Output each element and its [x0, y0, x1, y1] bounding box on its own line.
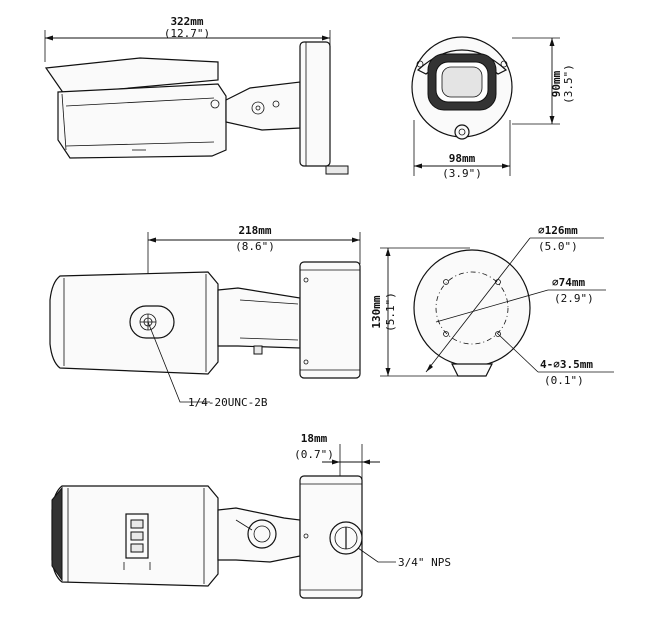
hole-circle-metric: ∅74mm: [552, 276, 585, 289]
base-height-imperial: (5.1"): [384, 292, 397, 332]
mount-hole: [443, 331, 449, 337]
base-diameter-metric: ∅126mm: [538, 224, 578, 237]
box-offset-metric: 18mm: [301, 432, 328, 445]
sun-shield: [44, 57, 219, 95]
base-diameter-imperial: (5.0"): [538, 240, 578, 253]
front-view: 90mm (3.5") 98mm (3.9"): [411, 36, 575, 180]
base-plate-tab: [451, 363, 493, 377]
mount-holes-leader: [497, 333, 539, 373]
overall-length-metric: 322mm: [170, 15, 203, 28]
camera-body-side: [57, 83, 227, 159]
mount-depth-imperial: (8.6"): [235, 240, 275, 253]
mount-holes-metric: 4-∅3.5mm: [540, 358, 593, 371]
conduit-port-leader: [357, 547, 396, 563]
base-view: 130mm (5.1") ∅126mm (5.0") ∅74mm (2.9") …: [370, 224, 614, 387]
overall-length-imperial: (12.7"): [164, 27, 210, 40]
box-offset-imperial: (0.7"): [294, 448, 334, 461]
bottom-view: 18mm (0.7") 3/4" NPS: [51, 432, 451, 599]
tripod-thread-callout: 1/4-20UNC-2B: [188, 396, 268, 409]
hole-circle-leader: [435, 289, 549, 323]
base-diameter-leader: [425, 237, 531, 373]
mount-holes-imperial: (0.1"): [544, 374, 584, 387]
bracket-height-imperial: (3.5"): [562, 64, 575, 104]
conduit-plug-side: [325, 165, 349, 175]
junction-box-top: [299, 261, 361, 379]
conduit-port-callout: 3/4" NPS: [398, 556, 451, 569]
mount-arm-side: [225, 81, 301, 131]
front-mount-screw: [454, 124, 470, 140]
mount-hole: [495, 331, 501, 337]
side-view: 322mm (12.7"): [44, 15, 349, 175]
bracket-width-metric: 98mm: [449, 152, 476, 165]
hole-circle-imperial: (2.9"): [554, 292, 594, 305]
base-plate-circle: [413, 249, 531, 367]
mount-hole: [443, 279, 449, 285]
junction-box-side: [299, 41, 331, 167]
top-view: 218mm (8.6") 1/4-20UNC-2B: [49, 224, 361, 409]
tripod-thread-leader: [147, 321, 210, 403]
hole-circle: [435, 271, 509, 345]
bracket-height-metric: 90mm: [550, 70, 563, 97]
bracket-width-imperial: (3.9"): [442, 167, 482, 180]
mount-depth-metric: 218mm: [238, 224, 271, 237]
base-height-metric: 130mm: [370, 295, 383, 328]
screw-icon: [210, 99, 220, 109]
